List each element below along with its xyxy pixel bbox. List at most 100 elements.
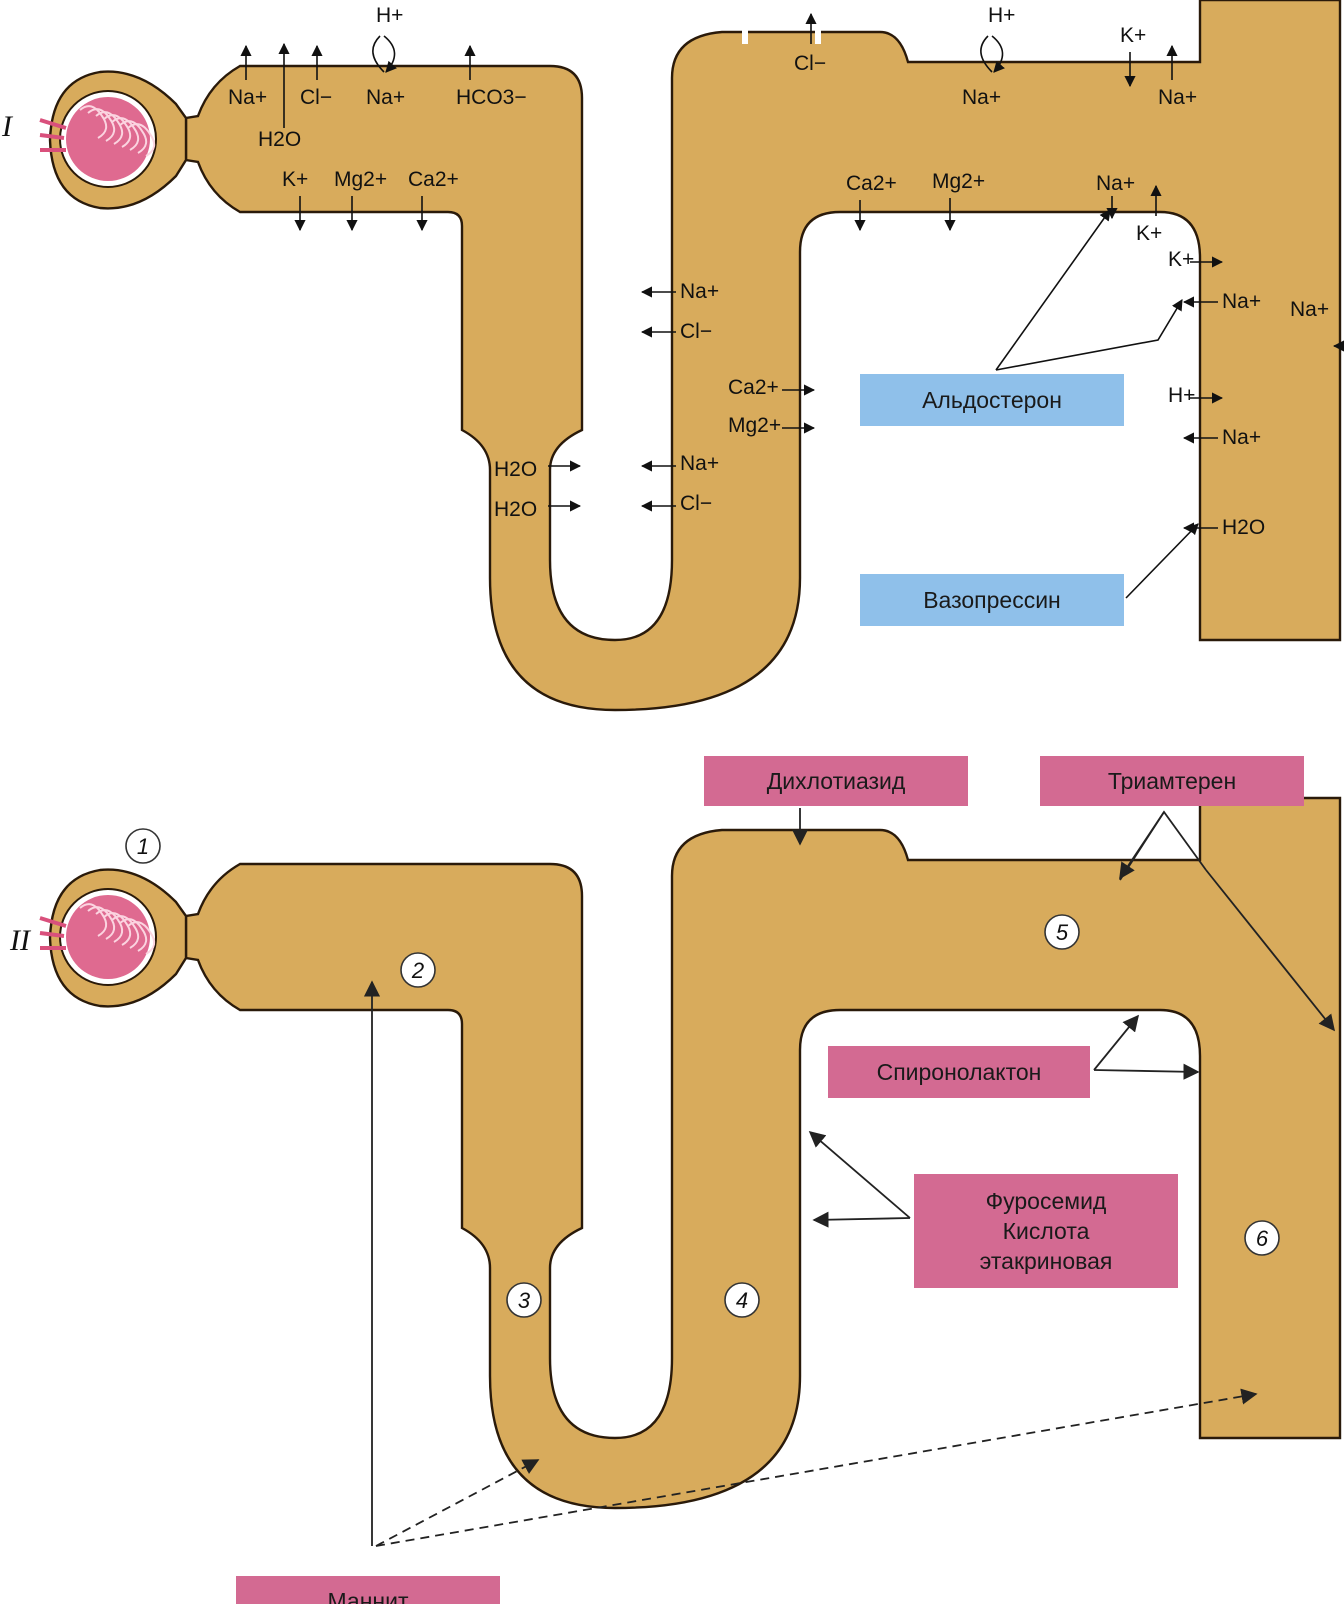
ion-mg-pct: Mg2+ xyxy=(334,168,387,191)
segment-1: 1 xyxy=(125,828,161,864)
aldosterone-box: Альдостерон xyxy=(860,374,1124,426)
ion-h-dct: H+ xyxy=(988,4,1015,27)
dichlothiazide-box-label: Дихлотиазид xyxy=(767,768,906,794)
triamterene-box-bg xyxy=(1040,756,1304,806)
membrane-gap xyxy=(742,30,748,44)
mannitol-box-bg xyxy=(236,1576,500,1604)
triamterene-arrow-cd xyxy=(1205,869,1336,1032)
ion-cl-loop-1: Cl− xyxy=(680,320,712,343)
spironolactone-box-label: Спиронолактон xyxy=(877,1059,1042,1085)
segment-4-circle xyxy=(724,1282,760,1318)
capillary-loop xyxy=(103,912,132,946)
arteriole-icon xyxy=(39,118,67,152)
capillary-loop xyxy=(87,906,116,940)
capillary-loop xyxy=(119,120,148,154)
membrane-gap xyxy=(815,30,821,44)
ion-na-pct-2: Na+ xyxy=(366,86,405,109)
ion-na-dct-2: Na+ xyxy=(1158,86,1197,109)
ion-mg-dct: Mg2+ xyxy=(932,170,985,193)
h-na-exchange-arrow xyxy=(372,35,395,72)
segment-3-label: 3 xyxy=(518,1288,531,1313)
furosemide-box-bg xyxy=(914,1174,1178,1288)
capillary-loop xyxy=(103,114,132,148)
capillary-loop xyxy=(127,921,156,955)
vasopressin-box: Вазопрессин xyxy=(860,574,1124,626)
mannitol-arrow-loop xyxy=(375,1459,540,1547)
ion-ca-dct: Ca2+ xyxy=(846,172,897,195)
spironolactone-box-bg xyxy=(828,1046,1090,1098)
segment-5-label: 5 xyxy=(1056,920,1069,945)
vasopressin-arrow xyxy=(1125,523,1199,599)
ion-cl-dct: Cl− xyxy=(794,52,826,75)
nephron-tubule-top xyxy=(184,0,1342,712)
ion-cl-loop-2: Cl− xyxy=(680,492,712,515)
segment-1-circle xyxy=(125,828,161,864)
mannitol-box-label: Маннит xyxy=(328,1588,409,1604)
ion-h2o-loop-1: H2O xyxy=(494,458,537,481)
ion-h2o-loop-2: H2O xyxy=(494,498,537,521)
capillary-loop xyxy=(111,915,140,949)
capillary-loop xyxy=(79,903,108,937)
furosemide-box-label: этакриновая xyxy=(980,1248,1113,1274)
ion-na-cd-2: Na+ xyxy=(1222,426,1261,449)
ion-k-cd: K+ xyxy=(1168,248,1194,271)
ion-k-dct-1: K+ xyxy=(1120,24,1146,47)
spironolactone-arrow-cd xyxy=(1093,1063,1200,1080)
furosemide-arrow-2 xyxy=(812,1211,911,1228)
nephron-tubule-bottom xyxy=(184,796,1342,1510)
vasopressin-box-label: Вазопрессин xyxy=(923,587,1061,613)
ion-na-pct: Na+ xyxy=(228,86,267,109)
spironolactone-arrow-dct xyxy=(1093,1014,1140,1071)
aldosterone-box-bg xyxy=(860,374,1124,426)
triamterene-box: Триамтерен xyxy=(1040,756,1304,806)
vasopressin-box-bg xyxy=(860,574,1124,626)
ion-k-dct-2: K+ xyxy=(1136,222,1162,245)
ion-na-loop-2: Na+ xyxy=(680,452,719,475)
segment-1-label: 1 xyxy=(137,834,149,859)
capillary-loop xyxy=(95,909,124,943)
capillary-loop xyxy=(119,918,148,952)
dichlothiazide-box-bg xyxy=(704,756,968,806)
furosemide-box-label: Кислота xyxy=(1003,1218,1090,1244)
capillary-loop xyxy=(127,123,156,157)
segment-6-circle xyxy=(1244,1220,1280,1256)
section-label-II: II xyxy=(9,924,32,957)
ion-na-dct: Na+ xyxy=(962,86,1001,109)
ion-hco3-pct: HCO3− xyxy=(456,86,527,109)
segment-3: 3 xyxy=(506,1282,542,1318)
ion-cl-pct: Cl− xyxy=(300,86,332,109)
spironolactone-box: Спиронолактон xyxy=(828,1046,1090,1098)
segment-4: 4 xyxy=(724,1282,760,1318)
ion-ca-pct: Ca2+ xyxy=(408,168,459,191)
capillary-loop xyxy=(95,111,124,145)
segment-5-circle xyxy=(1044,914,1080,950)
furosemide-box-label: Фуросемид xyxy=(986,1188,1107,1214)
segment-2-circle xyxy=(400,952,436,988)
segment-2: 2 xyxy=(400,952,436,988)
ion-mg-loop: Mg2+ xyxy=(728,414,781,437)
ion-h2o-cd: H2O xyxy=(1222,516,1265,539)
ion-h-cd: H+ xyxy=(1168,384,1195,407)
arteriole-icon xyxy=(39,916,67,950)
segment-2-label: 2 xyxy=(411,958,424,983)
segment-4-label: 4 xyxy=(736,1288,748,1313)
ion-k-pct: K+ xyxy=(282,168,308,191)
segment-5: 5 xyxy=(1044,914,1080,950)
capillary-loop xyxy=(111,117,140,151)
triamterene-box-label: Триамтерен xyxy=(1108,768,1236,794)
section-label-I: I xyxy=(1,110,14,143)
triamterene-arrow-dct xyxy=(1119,811,1165,880)
segment-3-circle xyxy=(506,1282,542,1318)
ion-h2o-pct: H2O xyxy=(258,128,301,151)
segment-6-label: 6 xyxy=(1256,1226,1269,1251)
ion-na-loop-1: Na+ xyxy=(680,280,719,303)
furosemide-arrow-1 xyxy=(808,1130,911,1219)
aldosterone-arrow-dct xyxy=(995,209,1111,371)
ion-na-cd-1: Na+ xyxy=(1222,290,1261,313)
capillary-loop xyxy=(79,105,108,139)
mannitol-box: Маннит xyxy=(236,1576,500,1604)
dichlothiazide-box: Дихлотиазид xyxy=(704,756,968,806)
h-na-exchange-arrow-dct xyxy=(980,35,1003,72)
ion-ca-loop: Ca2+ xyxy=(728,376,779,399)
